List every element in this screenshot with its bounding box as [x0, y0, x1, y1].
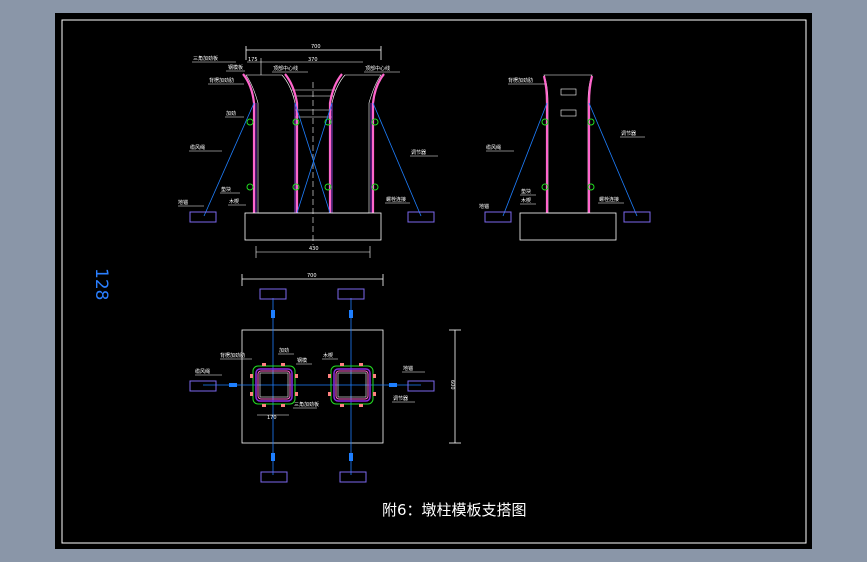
label: 三角加劲板 — [193, 55, 218, 62]
stiffener-icons — [246, 118, 379, 191]
dim-plan-side: 600 — [449, 380, 455, 390]
label: 螺栓连接 — [386, 196, 406, 203]
label: 调节器 — [393, 395, 408, 402]
sheet-number: 128 — [91, 268, 111, 300]
dim-top-left: 175 — [248, 57, 258, 63]
label: 地锚 — [479, 203, 489, 210]
label: 缆风绳 — [195, 368, 210, 375]
guy-cables — [203, 298, 421, 475]
ground-anchor — [407, 211, 435, 223]
label: 地锚 — [403, 365, 413, 372]
dim-top-mid: 370 — [308, 57, 318, 63]
foundation — [241, 329, 384, 444]
label: 螺栓连接 — [599, 196, 619, 203]
label: 垫块 — [221, 186, 231, 193]
inner-form — [255, 103, 372, 213]
column-section — [252, 365, 296, 405]
ground-anchors — [189, 288, 435, 483]
plan-view: 700 600 — [189, 273, 461, 483]
label: 加劲 — [226, 110, 236, 117]
front-elevation: 700 175 370 — [178, 44, 438, 258]
label: 背楞加劲肋 — [209, 77, 234, 84]
sheet-border — [61, 19, 807, 544]
dim-plan-top: 700 — [307, 273, 317, 279]
label: 调节器 — [411, 149, 426, 156]
label: 顶部中心线 — [273, 65, 298, 72]
label: 缆风绳 — [486, 144, 501, 151]
dim-base: 430 — [309, 246, 319, 252]
label: 钢模 — [297, 357, 307, 364]
side-elevation: 背楞加劲肋 缆风绳 地锚 垫块 木楔 调节器 螺栓连接 — [479, 74, 651, 241]
label: 木楔 — [229, 198, 239, 205]
label: 钢模板 — [228, 64, 243, 71]
label: 垫块 — [521, 188, 531, 195]
label: 背楞加劲肋 — [220, 352, 245, 359]
foundation — [519, 212, 617, 241]
label: 木楔 — [323, 352, 333, 359]
ground-anchor — [189, 211, 217, 223]
guy-cables — [203, 102, 422, 217]
foundation — [244, 212, 382, 241]
label: 木楔 — [521, 197, 531, 204]
dim-top-total: 700 — [311, 44, 321, 50]
column — [543, 74, 593, 214]
ground-anchor — [623, 211, 651, 223]
label: 三角加劲板 — [294, 401, 319, 408]
label: 顶部中心线 — [365, 65, 390, 72]
dim-column: 170 — [267, 415, 277, 421]
label: 背楞加劲肋 — [508, 77, 533, 84]
label: 缆风绳 — [190, 144, 205, 151]
drawing-title: 附6：墩柱模板支搭图 — [382, 501, 527, 519]
label: 地锚 — [178, 199, 188, 206]
wedge-pads — [250, 363, 376, 407]
steel-formwork — [242, 73, 385, 213]
column-section — [330, 365, 374, 405]
label: 调节器 — [621, 130, 636, 137]
label: 加劲 — [279, 347, 289, 354]
ground-anchor — [484, 211, 512, 223]
drawing-sheet — [55, 13, 812, 549]
